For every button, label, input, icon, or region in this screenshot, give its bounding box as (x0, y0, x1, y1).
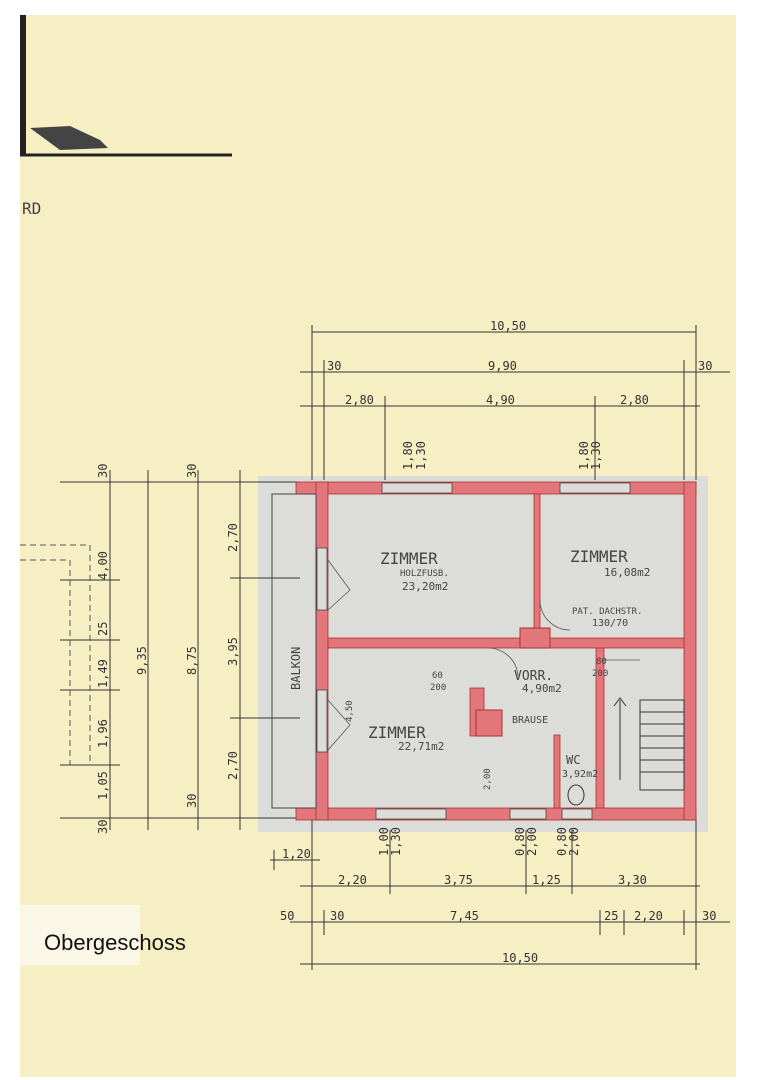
floor-caption: Obergeschoss (44, 930, 186, 955)
dim-window-top-left-sub: 1,30 (414, 441, 428, 470)
dim-bottom-seg3: 1,25 (532, 873, 561, 887)
dachstr-label: PAT. DACHSTR. (572, 607, 642, 617)
door-label-2-sub: 200 (592, 669, 608, 679)
dim-mid-30-top: 30 (185, 464, 199, 478)
dim-window-top-right-sub: 1,30 (589, 441, 603, 470)
dim-top-30-right: 30 (698, 359, 712, 373)
dim-mid-875: 8,75 (185, 646, 199, 675)
room-vorr-area: 4,90m2 (522, 682, 562, 695)
room-zimmer2-area: 16,08m2 (604, 566, 650, 579)
dim-left-25: 25 (96, 622, 110, 636)
left-dashed-outline (20, 544, 91, 765)
room-zimmer1-area: 23,20m2 (402, 580, 448, 593)
dim-bottom-50: 50 (280, 909, 294, 923)
door-label-2: 80 (596, 657, 607, 667)
dim-window-top-left: 1,80 (401, 441, 415, 470)
dim-side-270-top: 2,70 (226, 523, 240, 552)
caption-background (20, 905, 140, 965)
dim-side-270-bottom: 2,70 (226, 751, 240, 780)
room-wc-name: WC (566, 753, 580, 767)
room-zimmer2-name: ZIMMER (570, 547, 628, 566)
chimney (519, 627, 551, 649)
dim-top-seg1: 2,80 (345, 393, 374, 407)
dim-left-30-bottom: 30 (96, 820, 110, 834)
dim-bottom-seg1: 2,20 (338, 873, 367, 887)
dim-window-bot1: 1,00 (377, 827, 391, 856)
dim-left-149: 1,49 (96, 659, 110, 688)
dim-top-seg3: 2,80 (620, 393, 649, 407)
dim-bottom-25: 25 (604, 909, 618, 923)
door-label-1: 60 (432, 671, 443, 681)
dim-left-400: 4,00 (96, 551, 110, 580)
windows (316, 482, 631, 820)
toilet (567, 784, 585, 806)
dim-bottom-220: 2,20 (634, 909, 663, 923)
dachstr-size: 130/70 (592, 618, 628, 629)
door-label-1-sub: 200 (430, 683, 446, 693)
staircase (613, 697, 685, 791)
dim-top-total: 10,50 (490, 319, 526, 333)
dim-side-395: 3,95 (226, 637, 240, 666)
dim-left-30-top: 30 (96, 464, 110, 478)
dim-bottom-seg2: 3,75 (444, 873, 473, 887)
dim-window-bot2-sub: 2,00 (525, 827, 539, 856)
dim-mid-30-bottom: 30 (185, 794, 199, 808)
room-wc-area: 3,92m2 (562, 769, 598, 780)
shower-tray (475, 709, 503, 737)
dim-window-bot2: 0,80 (513, 827, 527, 856)
wall-height-1: 4,50 (345, 700, 355, 722)
dim-window-bot3: 0,80 (555, 827, 569, 856)
dim-bottom-30-left: 30 (330, 909, 344, 923)
dim-left-935: 9,35 (135, 646, 149, 675)
balcony-outline (271, 493, 317, 809)
bottom-dimension-lines (270, 820, 730, 970)
wall-height-2: 2,00 (483, 768, 493, 790)
room-zimmer3-area: 22,71m2 (398, 740, 444, 753)
fragment-label: RD (22, 199, 41, 218)
adjacent-plan-fragment: RD (20, 15, 232, 218)
room-brause: BRAUSE (512, 715, 548, 726)
dim-bottom-inner: 7,45 (450, 909, 479, 923)
dim-top-inner: 9,90 (488, 359, 517, 373)
dim-window-top-right: 1,80 (577, 441, 591, 470)
dim-left-105: 1,05 (96, 771, 110, 800)
dim-window-bot1-sub: 1,30 (389, 827, 403, 856)
room-zimmer3-name: ZIMMER (368, 723, 426, 742)
dim-bottom-seg4: 3,30 (618, 873, 647, 887)
plan-background (258, 476, 708, 832)
door-swings (327, 559, 640, 751)
dim-top-seg2: 4,90 (486, 393, 515, 407)
dim-left-196: 1,96 (96, 719, 110, 748)
dim-window-bot3-sub: 2,00 (567, 827, 581, 856)
room-zimmer1-name: ZIMMER (380, 549, 438, 568)
dim-top-30-left: 30 (327, 359, 341, 373)
room-zimmer1-floor: HOLZFUSB. (400, 569, 449, 579)
top-dimension-lines (300, 325, 730, 480)
room-vorr-name: VORR. (514, 669, 553, 684)
dim-bottom-total: 10,50 (502, 951, 538, 965)
balkon-label: BALKON (289, 647, 303, 690)
dim-bottom-120: 1,20 (282, 847, 311, 861)
dim-bottom-30-right: 30 (702, 909, 716, 923)
